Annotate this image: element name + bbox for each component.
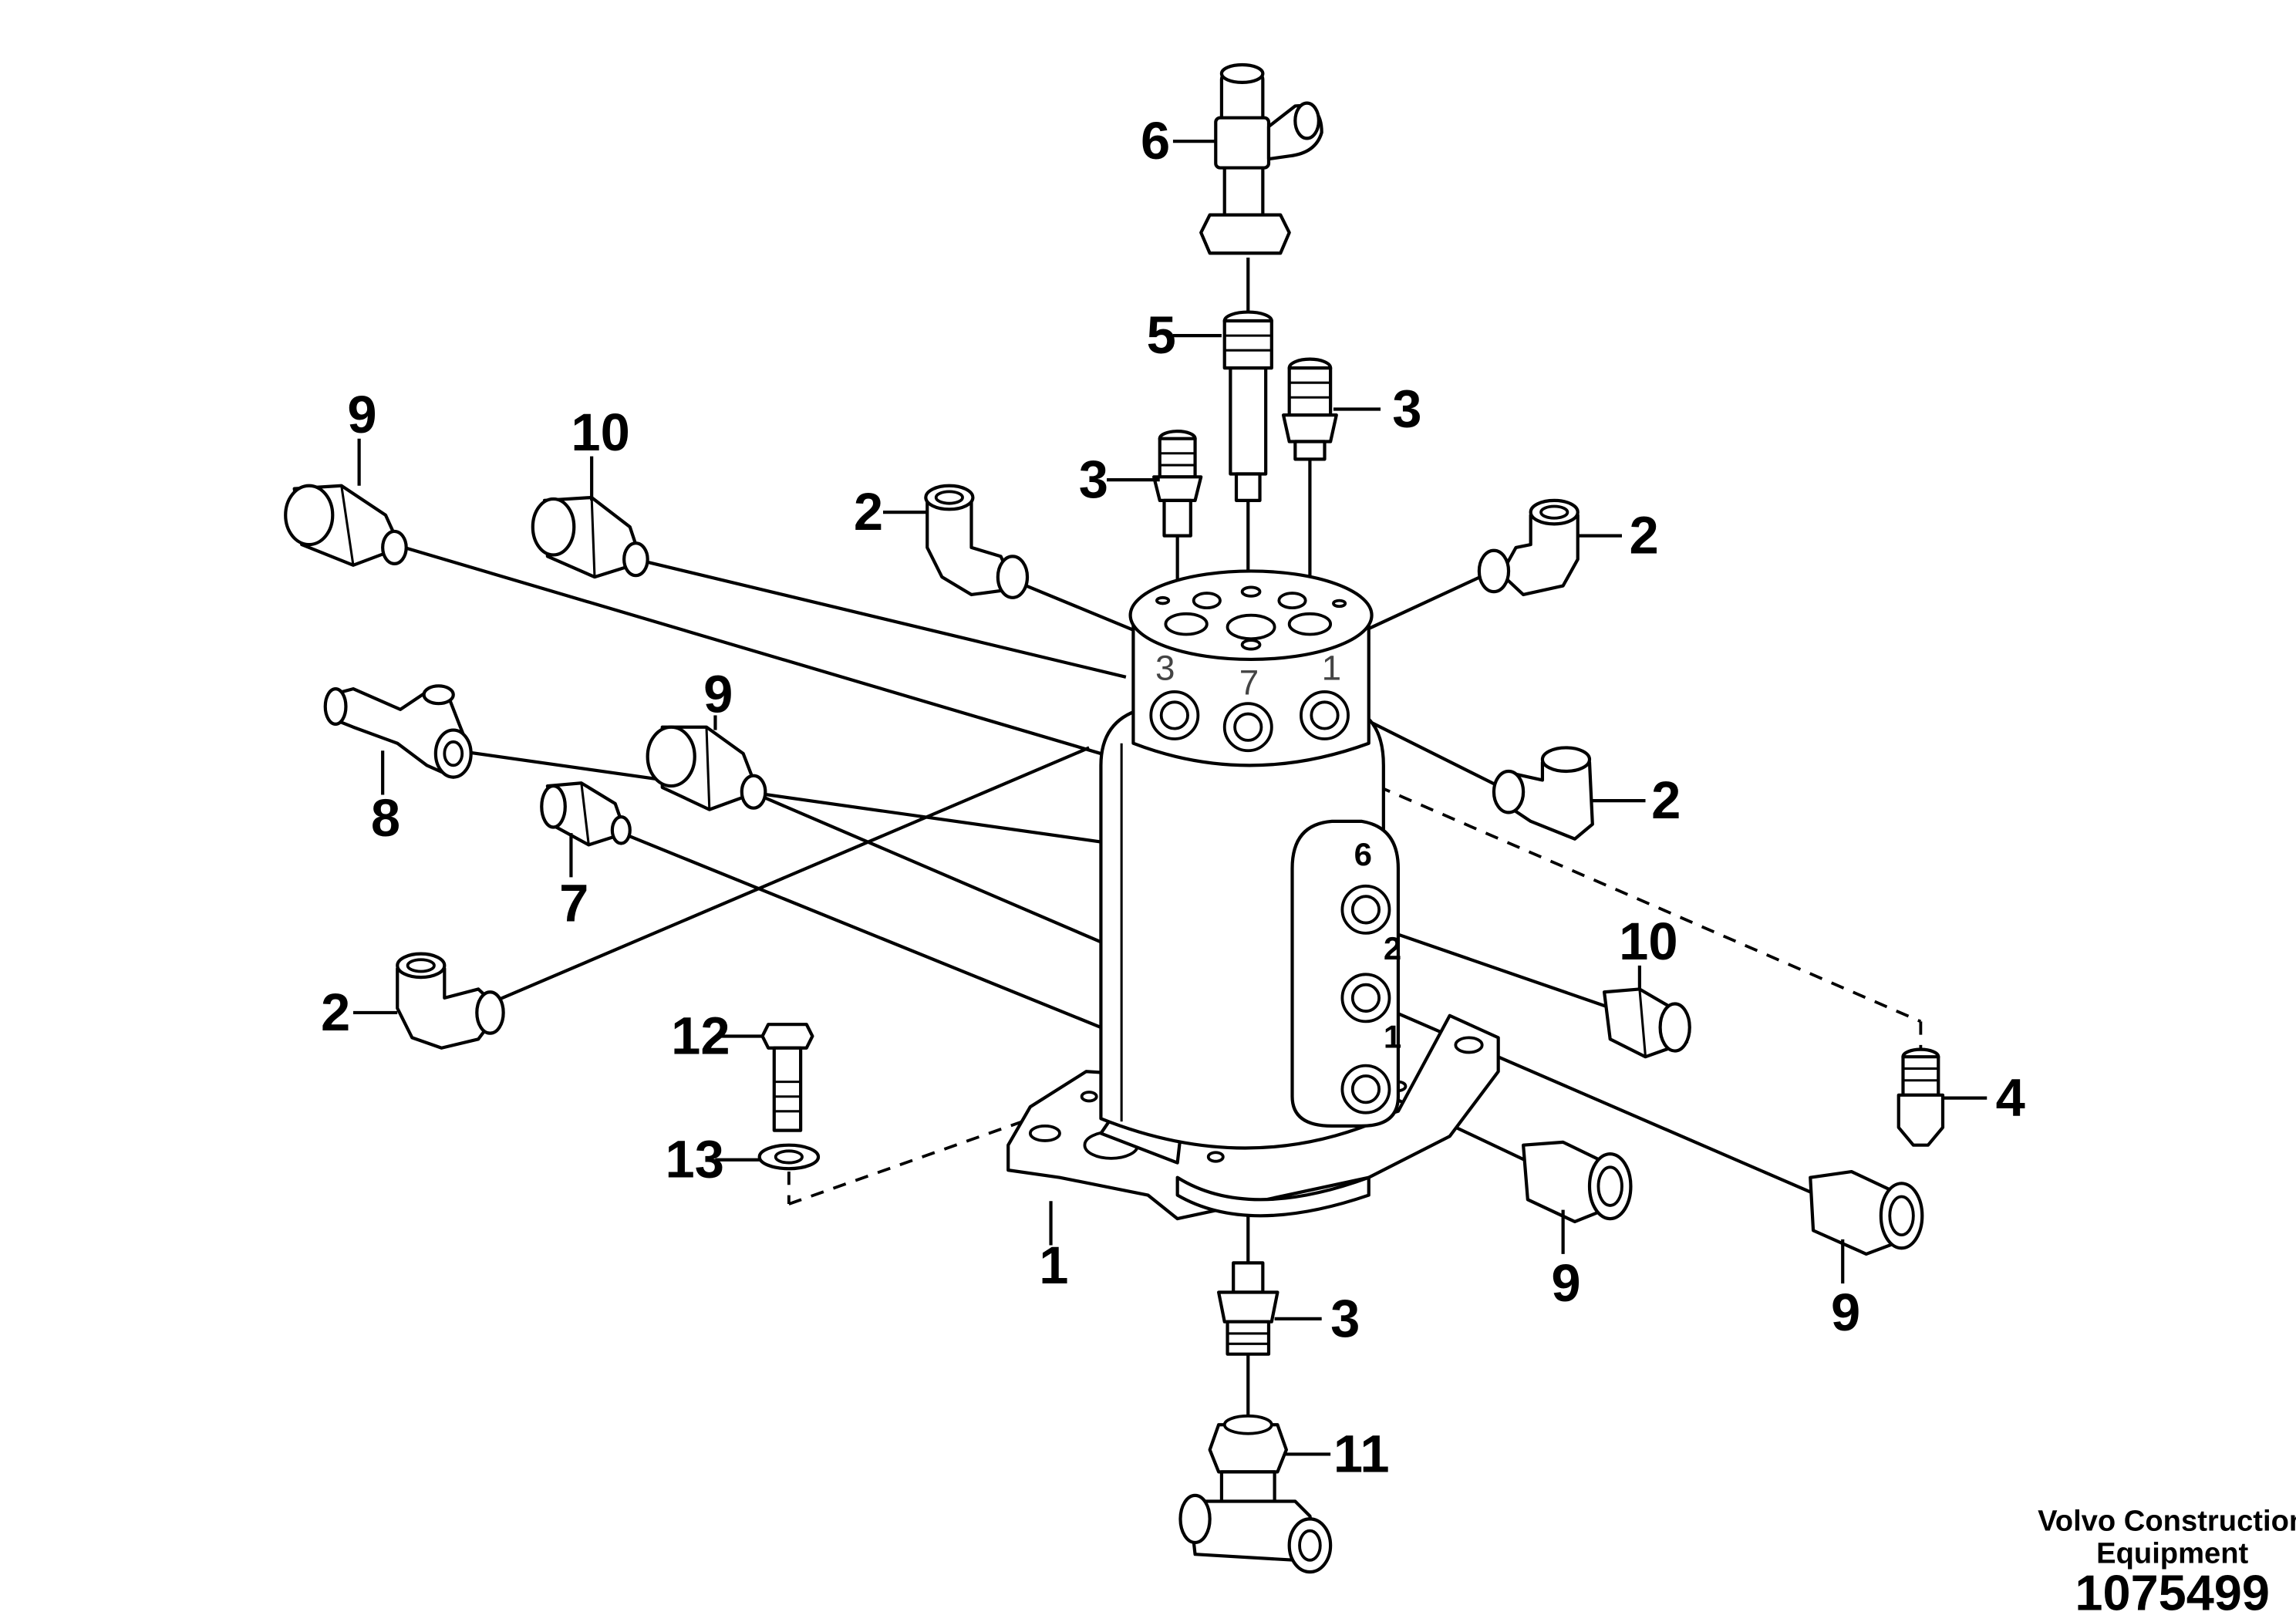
tee-fitting-11 (1178, 1414, 1333, 1574)
callouts: 6 5 3 3 9 10 2 2 2 9 8 7 2 12 13 10 4 (321, 111, 2025, 1483)
callout-2-right: 2 (1651, 771, 1681, 830)
callout-3-upper-left: 3 (1079, 450, 1108, 509)
connector-9-lower-right (1809, 1169, 1924, 1256)
port-label-side-6: 6 (1354, 836, 1372, 872)
elbow-2-upper-left (924, 484, 1030, 599)
tee-adapter-8 (323, 684, 473, 779)
port-label-side-1: 1 (1384, 1019, 1401, 1055)
callout-2-upper-right: 2 (1630, 506, 1659, 565)
elbow-2-lower-left (396, 952, 505, 1050)
callout-9-mid-left: 9 (703, 665, 733, 724)
plug-4 (1896, 1047, 1945, 1147)
callout-13: 13 (666, 1130, 724, 1189)
callout-11: 11 (1333, 1424, 1390, 1483)
callout-3-upper-right: 3 (1392, 379, 1421, 438)
bolt-12 (760, 1023, 814, 1132)
elbow-2-right (1492, 746, 1594, 841)
port-label-top-7: 7 (1239, 663, 1259, 703)
callout-10-lower: 10 (1619, 912, 1677, 971)
swivel-joint-body (1006, 569, 1500, 1221)
connector-10-lower (1602, 987, 1691, 1059)
company-name-line1: Volvo Construction (2038, 1505, 2296, 1538)
connector-9-lower-mid (1522, 1140, 1633, 1224)
tee-fitting-6 (1199, 62, 1323, 255)
elbow-2-upper-right (1477, 498, 1580, 597)
callout-9-lower-mid: 9 (1551, 1253, 1580, 1313)
port-label-top-3: 3 (1155, 649, 1175, 688)
washer-13 (757, 1143, 821, 1171)
port-label-top-1: 1 (1322, 649, 1341, 688)
drawing-number: 1075499 (2075, 1565, 2270, 1621)
adapter-5 (1222, 310, 1273, 502)
adapter-3-upper-left (1152, 430, 1203, 538)
callout-6: 6 (1141, 111, 1170, 170)
company-name-line2: Equipment (2096, 1537, 2248, 1570)
connector-9-upper-left (284, 484, 408, 567)
adapter-3-bottom (1217, 1261, 1279, 1356)
callout-9-upper-left: 9 (347, 385, 376, 444)
adapter-7 (540, 781, 632, 847)
callout-3-bottom: 3 (1330, 1289, 1360, 1348)
callout-1: 1 (1039, 1236, 1068, 1295)
connector-10-upper (531, 495, 649, 579)
callout-5: 5 (1147, 305, 1176, 365)
connector-9-mid-left (646, 725, 767, 811)
callout-7: 7 (559, 874, 588, 933)
drawing-footer: Volvo Construction Equipment 1075499 (2038, 1505, 2296, 1621)
adapter-3-upper-right (1281, 357, 1338, 461)
port-label-side-2: 2 (1384, 930, 1401, 966)
callout-12: 12 (671, 1006, 730, 1065)
callout-9-lower-right: 9 (1831, 1283, 1860, 1342)
callout-10-upper: 10 (571, 403, 629, 462)
callout-8: 8 (371, 788, 400, 848)
callout-2-upper-left: 2 (854, 482, 883, 541)
callout-2-lower-left: 2 (321, 983, 350, 1042)
callout-4: 4 (1996, 1068, 2025, 1128)
